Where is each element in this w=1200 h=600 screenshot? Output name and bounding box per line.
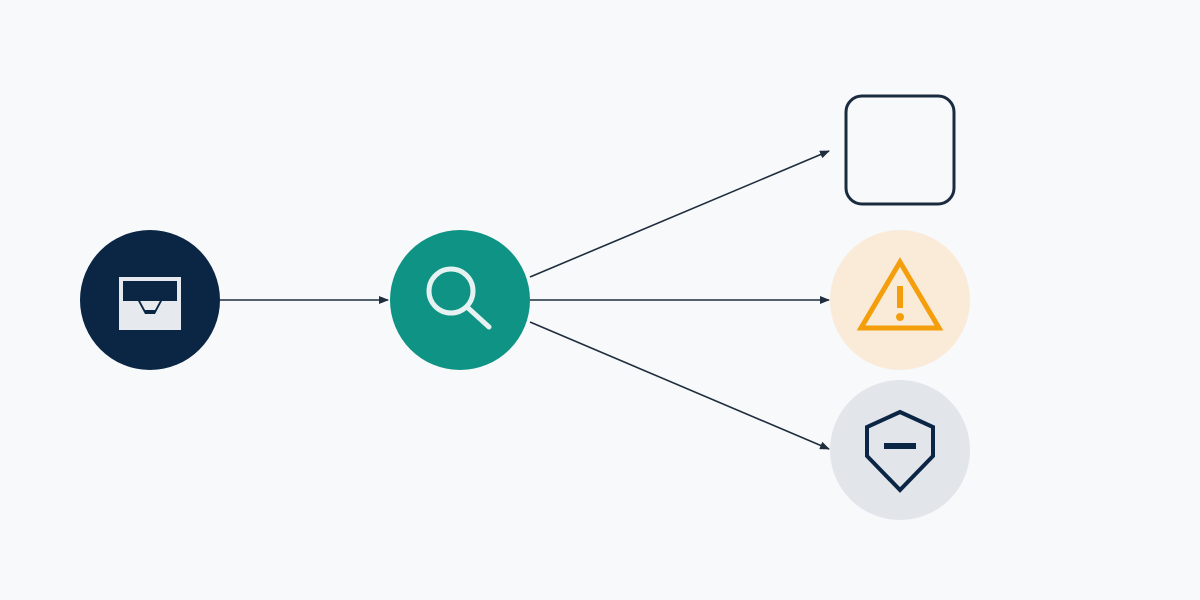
edge-search-to-blocked [529, 321, 830, 450]
node-inbox[interactable] [80, 230, 220, 370]
inbox-icon [119, 277, 181, 330]
node-warning[interactable] [830, 230, 970, 370]
edges [220, 150, 830, 450]
warning-icon [856, 257, 944, 331]
node-blocked[interactable] [830, 380, 970, 520]
edge-search-to-empty [529, 150, 830, 278]
node-empty[interactable] [844, 94, 956, 206]
node-search[interactable] [390, 230, 530, 370]
search-icon [426, 266, 492, 330]
shield-minus-icon [865, 409, 935, 493]
